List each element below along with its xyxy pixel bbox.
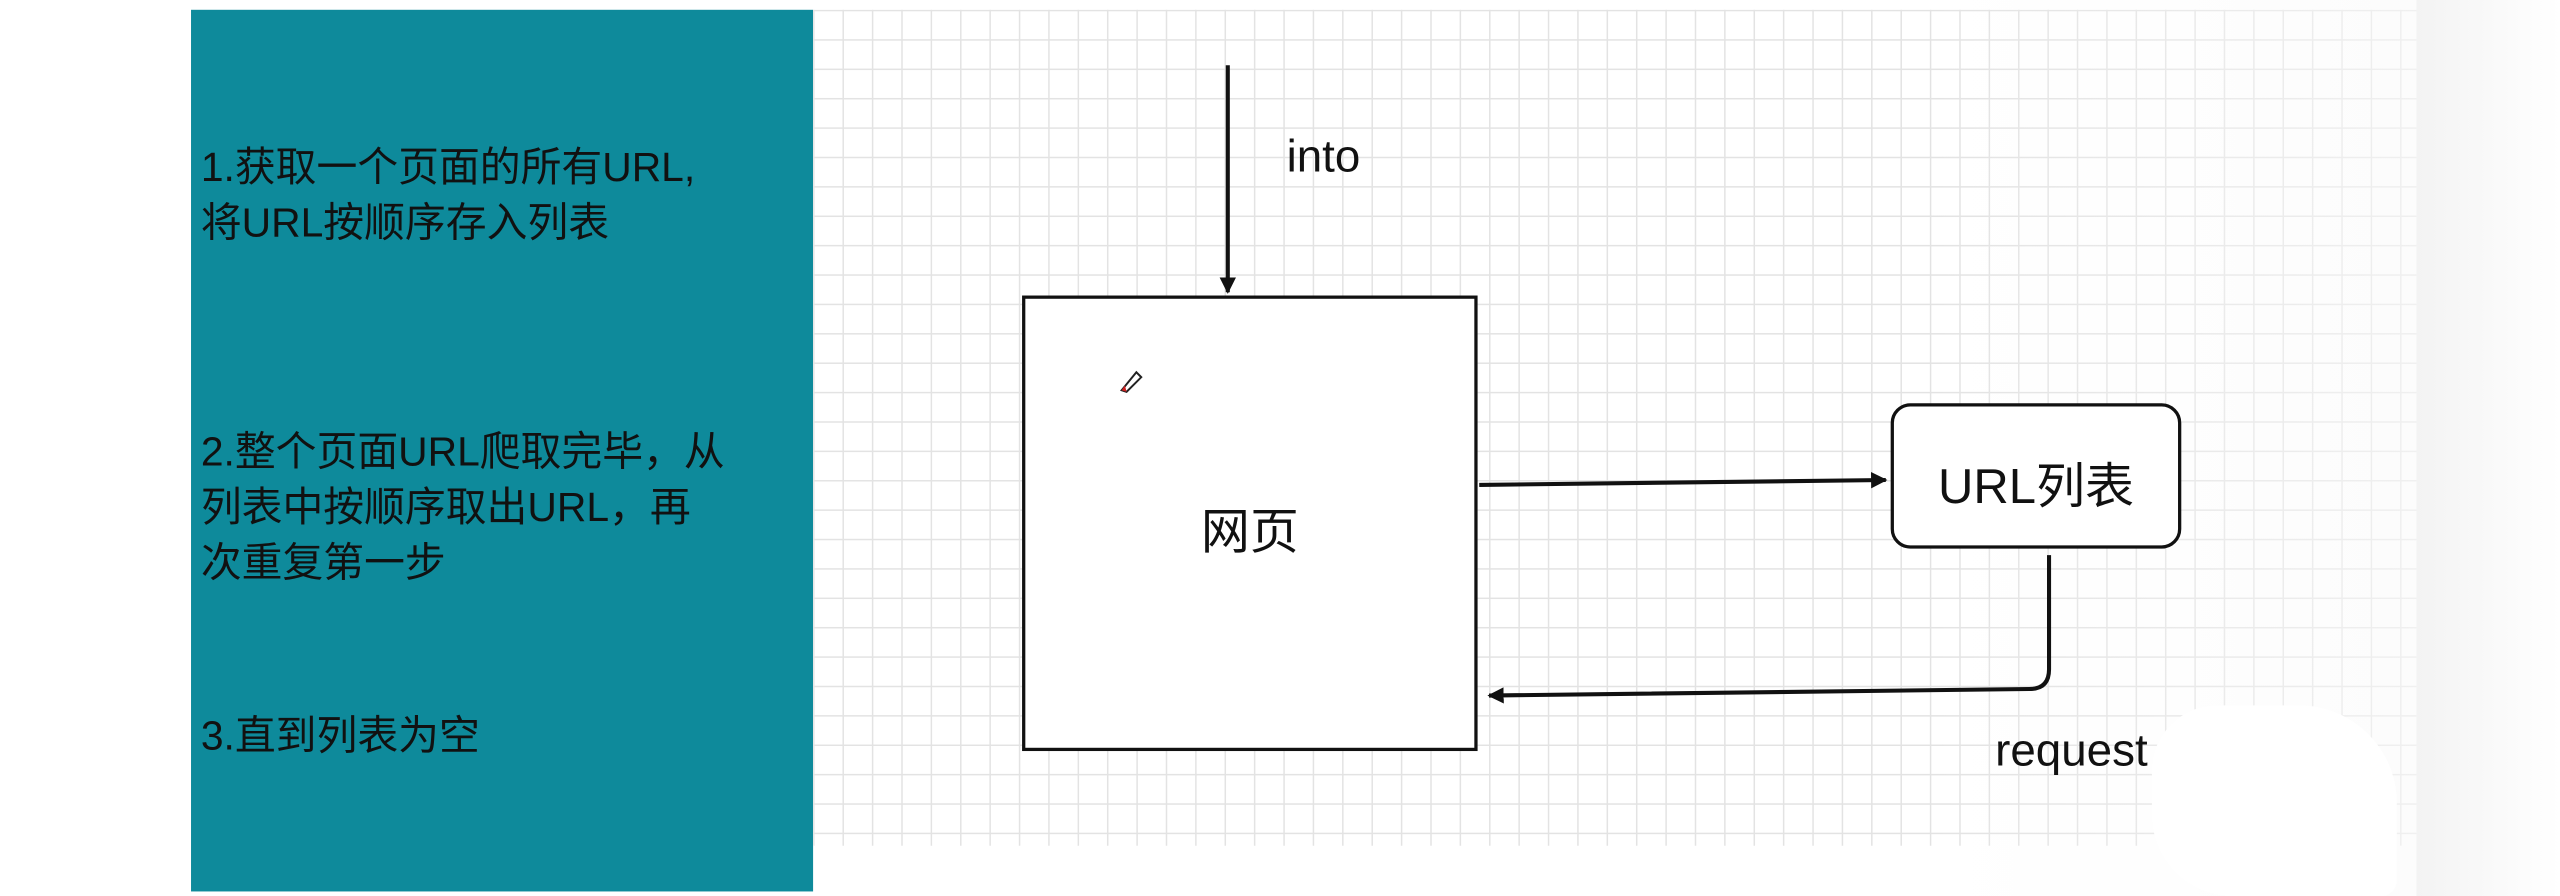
webpage-label: 网页 xyxy=(1200,506,1299,561)
into-label: into xyxy=(1286,130,1361,182)
steps-panel: 1.获取一个页面的所有URL, 将URL按顺序存入列表 2.整个页面URL爬取完… xyxy=(191,9,814,892)
url-list-label: URL列表 xyxy=(1937,460,2134,515)
step-2-text: 2.整个页面URL爬取完毕，从 列表中按顺序取出URL，再 次重复第一步 xyxy=(200,429,725,587)
erased-area xyxy=(2151,705,2397,896)
step-1-text: 1.获取一个页面的所有URL, 将URL按顺序存入列表 xyxy=(200,145,696,247)
url-list-node: URL列表 xyxy=(1890,403,2182,549)
request-label: request xyxy=(1995,724,2148,776)
canvas-edge-shadow xyxy=(2416,0,2560,896)
pen-cursor-icon xyxy=(1120,370,1143,393)
request-arrow xyxy=(1487,555,2052,704)
webpage-to-list-arrow xyxy=(1479,472,1888,489)
webpage-node: 网页 xyxy=(1022,295,1478,752)
step-3-text: 3.直到列表为空 xyxy=(200,713,480,760)
